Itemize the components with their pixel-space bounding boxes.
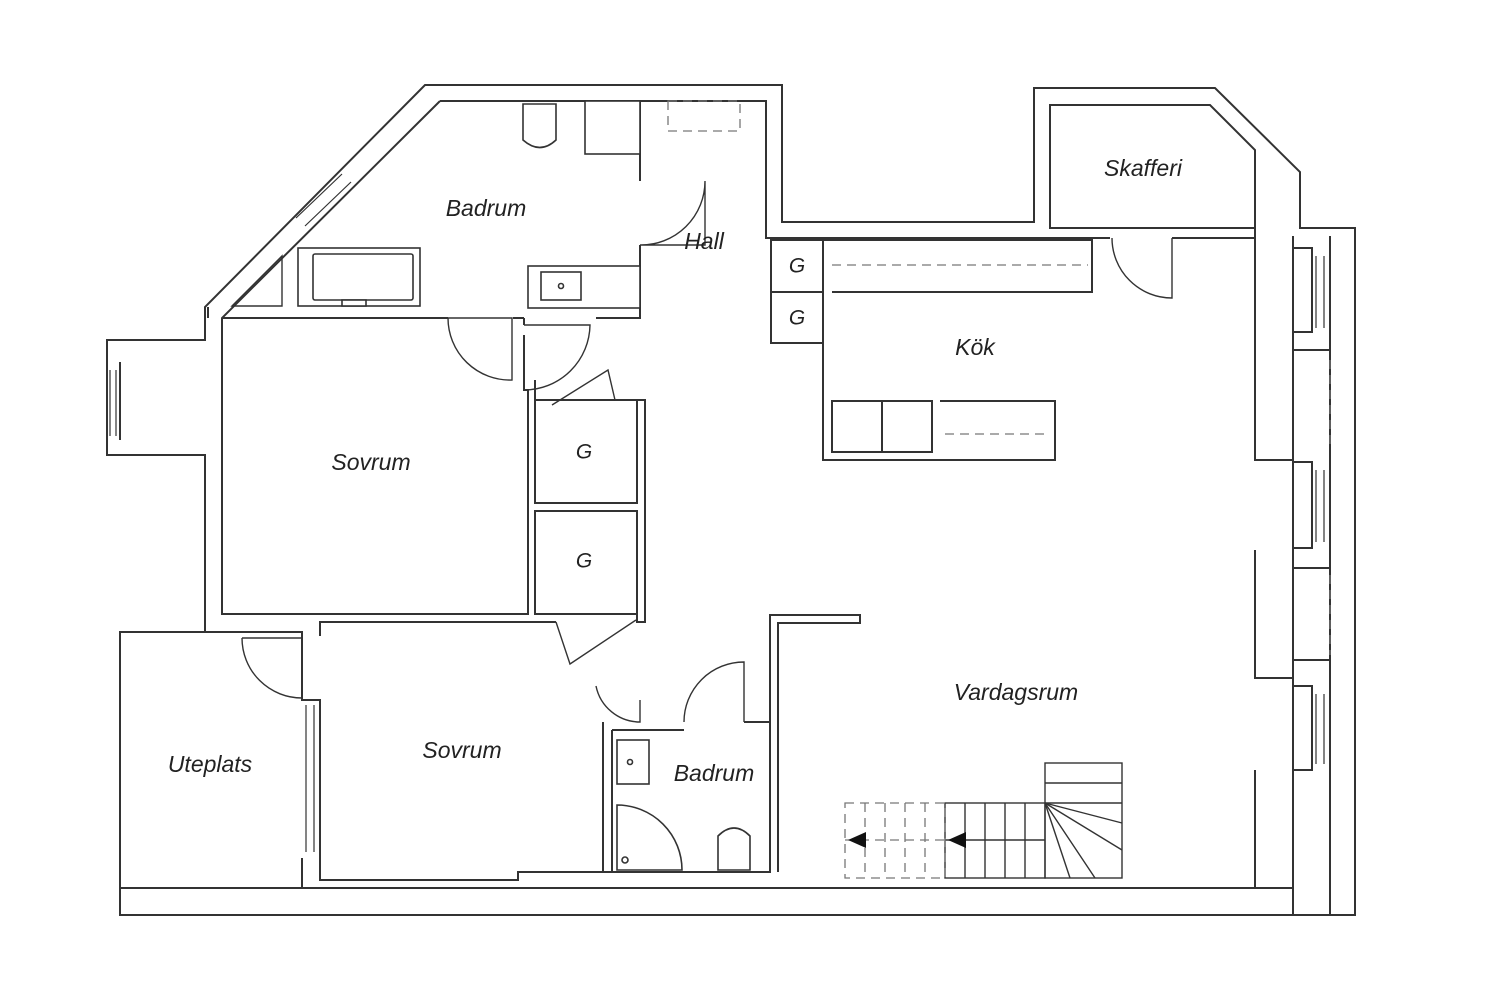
room-label-sovrum-lower: Sovrum bbox=[422, 737, 501, 763]
room-label-uteplats: Uteplats bbox=[168, 751, 253, 777]
badrum-lower-door-swing bbox=[683, 661, 745, 723]
wardrobe-label-hall-bottom: G bbox=[576, 550, 592, 573]
east-windows bbox=[1254, 238, 1331, 888]
room-label-sovrum-upper: Sovrum bbox=[331, 449, 410, 475]
shower-icon bbox=[616, 804, 683, 871]
wardrobe-label-kitchen-top: G bbox=[789, 255, 805, 278]
wardrobe-label-hall-top: G bbox=[576, 441, 592, 464]
sink-icon bbox=[540, 271, 582, 301]
badrum-upper-door2-swing bbox=[447, 317, 513, 381]
skafferi-door-swing bbox=[1111, 237, 1173, 299]
room-label-kok: Kök bbox=[955, 334, 996, 360]
wardrobe-label-kitchen-bottom: G bbox=[789, 307, 805, 330]
badrum-upper-walls bbox=[207, 100, 706, 381]
hall-walls bbox=[523, 100, 741, 723]
uteplats-door-swing bbox=[241, 637, 303, 699]
room-label-badrum-upper: Badrum bbox=[446, 195, 527, 221]
sink-icon-lower bbox=[616, 739, 650, 785]
hall-closet-dashed bbox=[667, 100, 741, 132]
outer-walls bbox=[106, 84, 1356, 916]
toilet-icon-lower bbox=[717, 827, 751, 871]
room-label-hall: Hall bbox=[684, 228, 725, 254]
sovrum-lower-walls bbox=[205, 621, 603, 888]
staircase-icon bbox=[844, 762, 1123, 879]
vardagsrum-walls bbox=[769, 614, 1123, 879]
badrum-upper-door-swing bbox=[639, 180, 706, 246]
kok-walls bbox=[770, 239, 1093, 461]
toilet-icon bbox=[522, 103, 557, 149]
wardrobe-g-hall-top bbox=[534, 399, 638, 504]
sovrum-upper-walls bbox=[109, 355, 528, 615]
room-label-skafferi: Skafferi bbox=[1104, 155, 1183, 181]
room-label-badrum-lower: Badrum bbox=[674, 760, 755, 786]
wardrobe-g-hall-bottom bbox=[534, 510, 638, 615]
badrum-lower-walls bbox=[602, 661, 771, 873]
sovrum-upper-door-swing bbox=[523, 324, 591, 391]
room-labels: Badrum Hall Skafferi Kök Sovrum Sovrum U… bbox=[168, 155, 1183, 786]
room-label-vardagsrum: Vardagsrum bbox=[954, 679, 1078, 705]
skafferi-walls bbox=[1049, 104, 1256, 299]
